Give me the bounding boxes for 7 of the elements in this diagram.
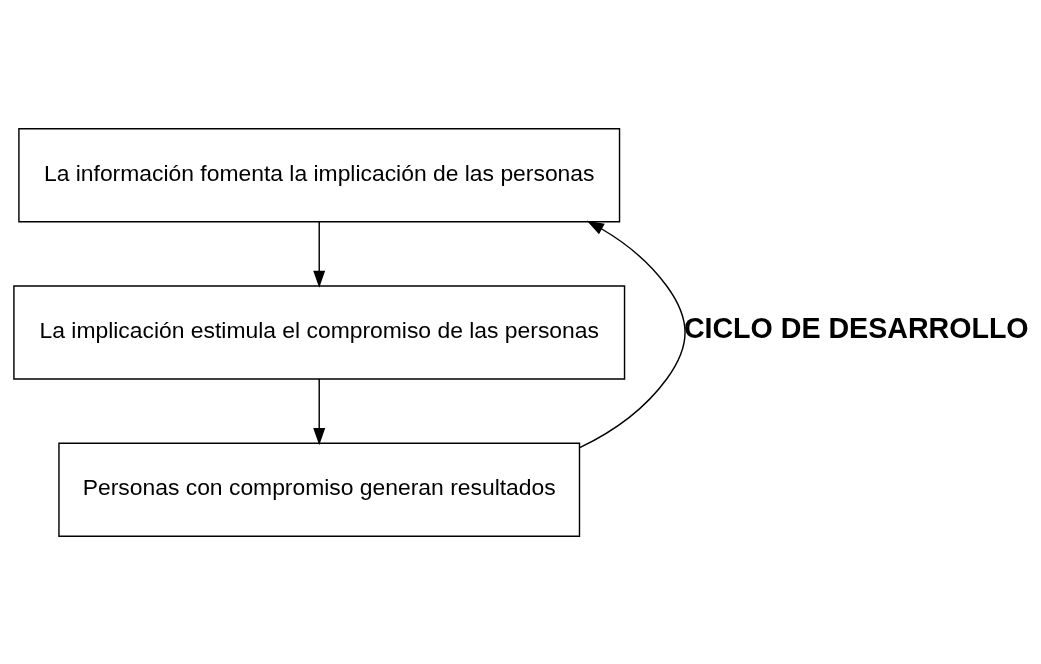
node-box: La implicación estimula el compromiso de las personas [13,284,626,380]
arrow [579,220,686,448]
node-box: La información fomenta la implicación de las personas [18,127,621,222]
node-box: Personas con compromiso generan resultados [58,442,581,537]
arrow [313,220,326,288]
edge-label: CICLO DE DESARROLLO [683,311,1029,344]
arrow [313,377,326,445]
